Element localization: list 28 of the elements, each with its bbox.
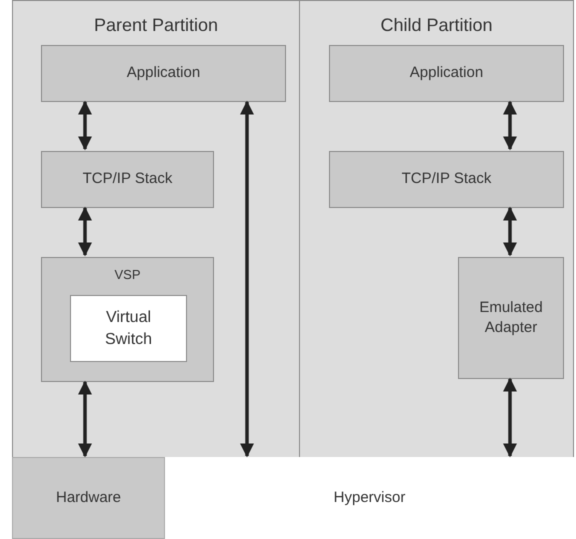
double-arrow <box>503 100 517 150</box>
double-arrow <box>503 378 517 458</box>
box-label: Emulated Adapter <box>478 298 544 338</box>
double-arrow <box>240 100 254 458</box>
box-label: TCP/IP Stack <box>82 169 174 190</box>
hardware-box <box>12 457 165 539</box>
box-label: Application <box>126 63 202 84</box>
box-label: Hardware <box>54 488 122 508</box>
partition-panel <box>299 0 574 458</box>
component-box <box>329 45 564 102</box>
double-arrow <box>78 100 92 150</box>
panel-heading: Parent Partition <box>92 14 220 37</box>
box-label: VSP <box>113 266 142 284</box>
double-arrow <box>78 380 92 458</box>
double-arrow <box>503 206 517 256</box>
component-box <box>41 45 286 102</box>
double-arrow <box>78 206 92 256</box>
box-label: TCP/IP Stack <box>400 169 492 190</box>
component-box <box>329 151 564 208</box>
box-label: Virtual Switch <box>104 308 154 350</box>
component-box <box>41 151 214 208</box>
box-label: Hypervisor <box>332 488 406 508</box>
partition-panel <box>12 0 300 458</box>
box-label: Application <box>408 63 484 84</box>
component-box <box>458 257 564 379</box>
component-box <box>41 257 214 382</box>
panel-heading: Child Partition <box>379 14 494 37</box>
component-box <box>70 295 187 362</box>
